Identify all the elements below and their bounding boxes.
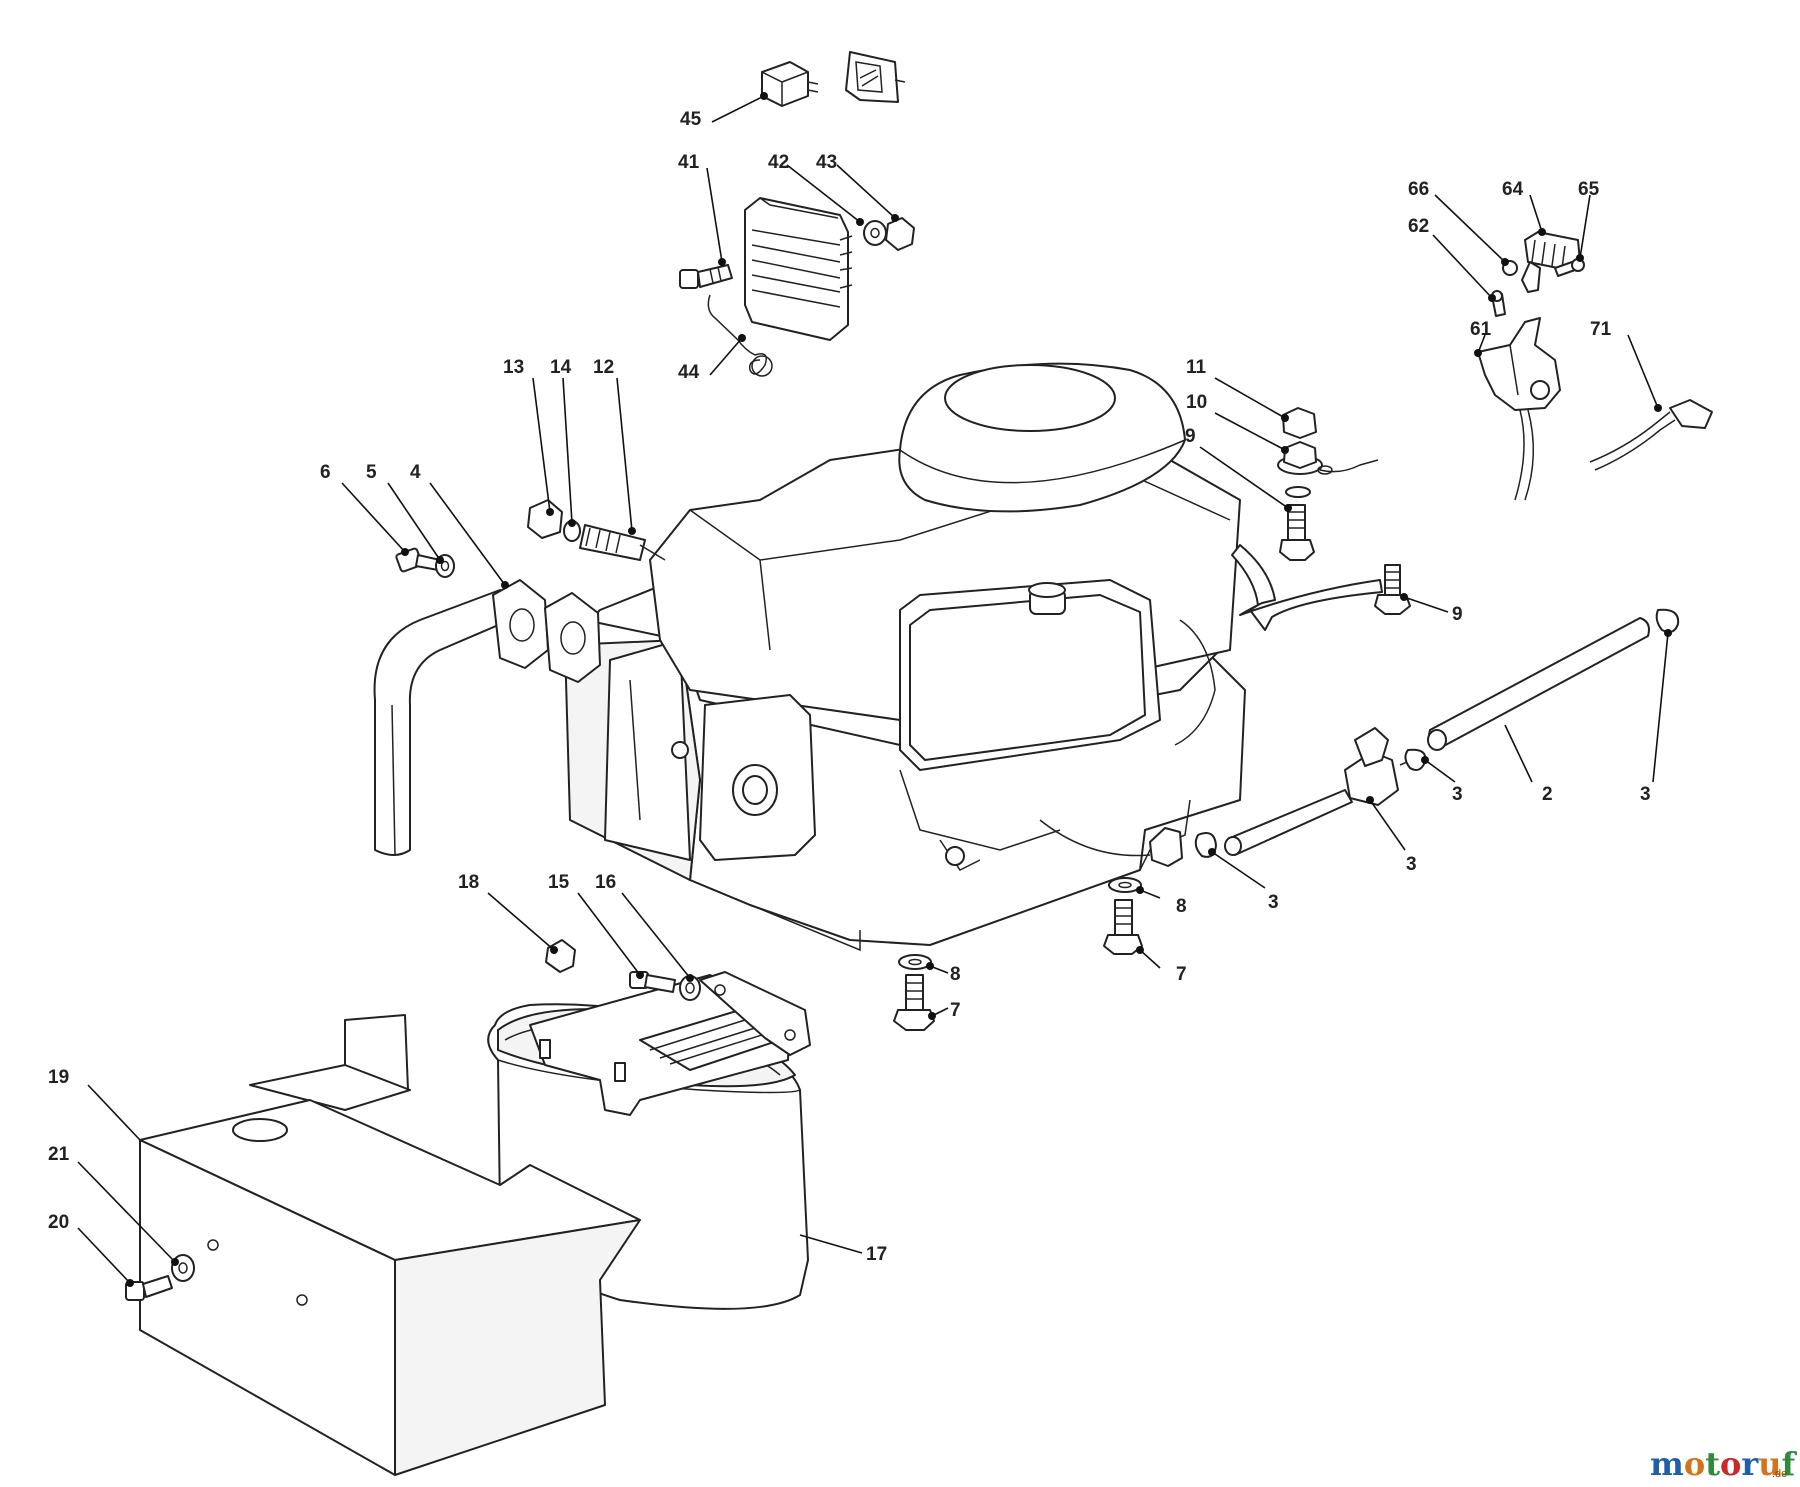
callout-9b: 9 [1452,604,1463,625]
callout-41: 41 [678,152,700,173]
callout-14: 14 [550,357,572,378]
svg-text:motoruf: motoruf [1650,1445,1797,1483]
callout-71: 71 [1590,319,1612,340]
heat-shield-assembly [125,1014,641,1476]
callout-2: 2 [1542,784,1553,805]
fuel-line-assembly [1149,608,1680,867]
callout-10: 10 [1186,392,1207,413]
callout-12: 12 [593,357,614,378]
callout-8b: 8 [950,964,961,985]
callout-20: 20 [48,1212,69,1233]
callout-13: 13 [503,357,524,378]
watermark-letter-4: o [1720,1445,1741,1483]
callout-62: 62 [1408,216,1429,237]
callout-leaders [77,92,1672,1287]
callout-11: 11 [1186,357,1207,378]
callout-64: 64 [1502,179,1524,200]
throttle-control-assembly [1477,231,1713,501]
callout-42: 42 [768,152,789,173]
callout-7b: 7 [950,1000,961,1021]
regulator-assembly [679,51,915,377]
callout-17: 17 [866,1244,887,1265]
callout-18: 18 [458,872,479,893]
engine-assembly [564,362,1246,952]
callout-21: 21 [48,1144,70,1165]
watermark-letter-3: t [1705,1445,1720,1483]
watermark-letter-1: m [1650,1445,1684,1483]
callout-3b: 3 [1640,784,1651,805]
callout-5: 5 [366,462,377,483]
mount-hardware-lower [893,877,1143,1031]
callout-44: 44 [678,362,700,383]
callout-45: 45 [680,109,702,130]
callout-61: 61 [1470,319,1492,340]
callout-3d: 3 [1268,892,1279,913]
callout-43: 43 [816,152,837,173]
watermark-suffix: .de [1772,1468,1787,1480]
watermark-letter-7: f [1781,1445,1797,1483]
watermark-letter-6: u [1758,1445,1781,1483]
callout-65: 65 [1578,179,1600,200]
callout-66: 66 [1408,179,1429,200]
mount-hardware-upper [1231,407,1411,631]
callout-3c: 3 [1406,854,1417,875]
watermark-letter-5: r [1741,1445,1759,1483]
callout-3a: 3 [1452,784,1463,805]
callout-4: 4 [410,462,421,483]
callout-6: 6 [320,462,331,483]
watermark-letter-2: o [1684,1445,1705,1483]
callout-15: 15 [548,872,570,893]
callout-16: 16 [595,872,616,893]
callout-labels: 45 41 42 43 44 66 64 65 62 61 71 13 14 1… [48,109,1651,1265]
callout-19: 19 [48,1067,69,1088]
callout-8a: 8 [1176,896,1187,917]
watermark-logo: motoruf .de [1650,1445,1797,1483]
callout-9a: 9 [1185,426,1196,447]
callout-7a: 7 [1176,964,1187,985]
